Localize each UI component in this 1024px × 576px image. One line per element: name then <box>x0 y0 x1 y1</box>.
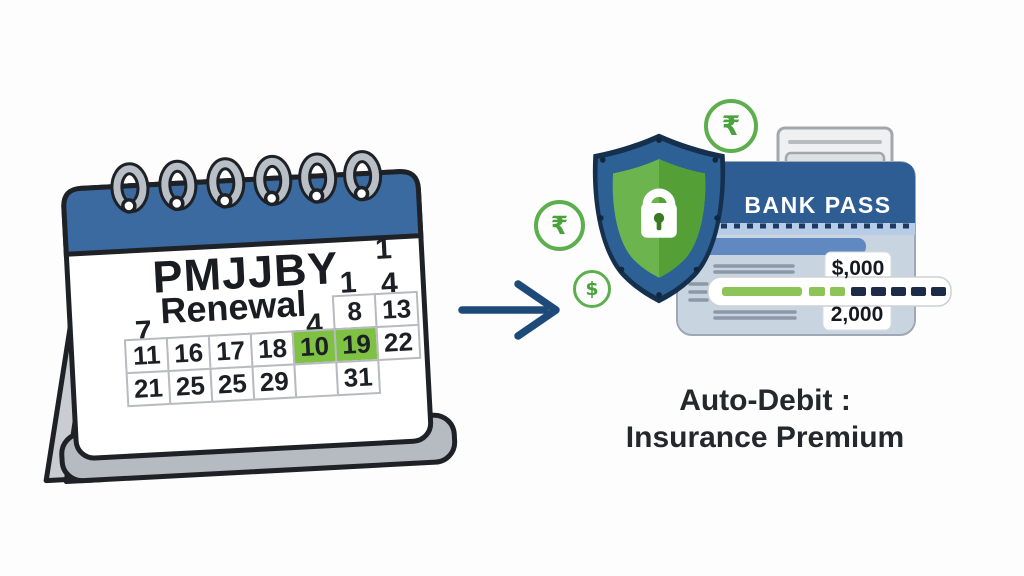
shield-green-face-dark <box>659 158 706 278</box>
caption-line1: Auto-Debit : <box>679 384 851 417</box>
spiral-ring-icon <box>298 152 338 204</box>
spiral-ring-icon <box>343 150 383 202</box>
progress-dashes-navy <box>851 287 946 296</box>
progress-dash-green <box>809 287 825 296</box>
spiral-ring-icon <box>110 162 150 214</box>
calendar-date-cell-highlighted: 19 <box>333 326 380 364</box>
calendar-date-cell: 29 <box>251 363 298 401</box>
desk-calendar: PMJJBY Renewal 1 1 4 7 4 8 13 11 16 17 1… <box>19 127 469 499</box>
amount-bottom-value: 2,000 <box>830 303 884 326</box>
calendar-date-cell-empty <box>293 361 340 399</box>
passbook-artwork <box>676 126 952 336</box>
calendar-date-cell: 17 <box>207 332 254 370</box>
caption-line2: Insurance Premium <box>625 421 905 454</box>
ledger-lines <box>688 264 797 320</box>
calendar-date-cell: 31 <box>335 358 382 397</box>
calendar-date-cell: 25 <box>167 367 214 406</box>
spiral-binding <box>110 150 383 214</box>
calendar-date-cell: 21 <box>125 369 172 408</box>
amount-top-value: $,000 <box>831 257 885 280</box>
spiral-ring-icon <box>206 157 246 209</box>
spiral-ring-icon <box>253 154 293 207</box>
calendar-date-cell: 18 <box>249 330 296 368</box>
spiral-ring-icon <box>158 159 198 212</box>
calendar-date-cell: 13 <box>373 290 420 329</box>
arrow-right-icon <box>458 280 560 340</box>
passbook-header <box>677 162 915 223</box>
security-shield-icon <box>592 133 726 304</box>
progress-strip <box>707 276 952 307</box>
calendar-date-cell: 11 <box>123 337 170 375</box>
lock-icon <box>641 188 677 238</box>
dollar-icon: $ <box>573 270 611 308</box>
progress-bar-green <box>722 287 802 296</box>
calendar-date-cell-highlighted: 10 <box>291 328 338 366</box>
shield-rivets <box>598 137 720 298</box>
passbook-title: BANK PASS <box>744 192 892 218</box>
caption: Auto-Debit : Insurance Premium <box>565 382 965 456</box>
bank-passbook: BANK PASS $,000 2,000 <box>640 120 962 350</box>
calendar-date-cell: 25 <box>209 365 256 403</box>
rupee-icon: ₹ <box>704 99 758 153</box>
calendar-date-cell: 16 <box>165 334 212 373</box>
entry-bar <box>700 238 866 255</box>
calendar-date-cell: 8 <box>331 293 378 331</box>
rupee-icon: ₹ <box>534 200 585 251</box>
progress-dash-green <box>830 287 845 296</box>
calendar-date-cell: 22 <box>375 323 422 362</box>
calendar-stray-number: 1 <box>374 232 393 267</box>
